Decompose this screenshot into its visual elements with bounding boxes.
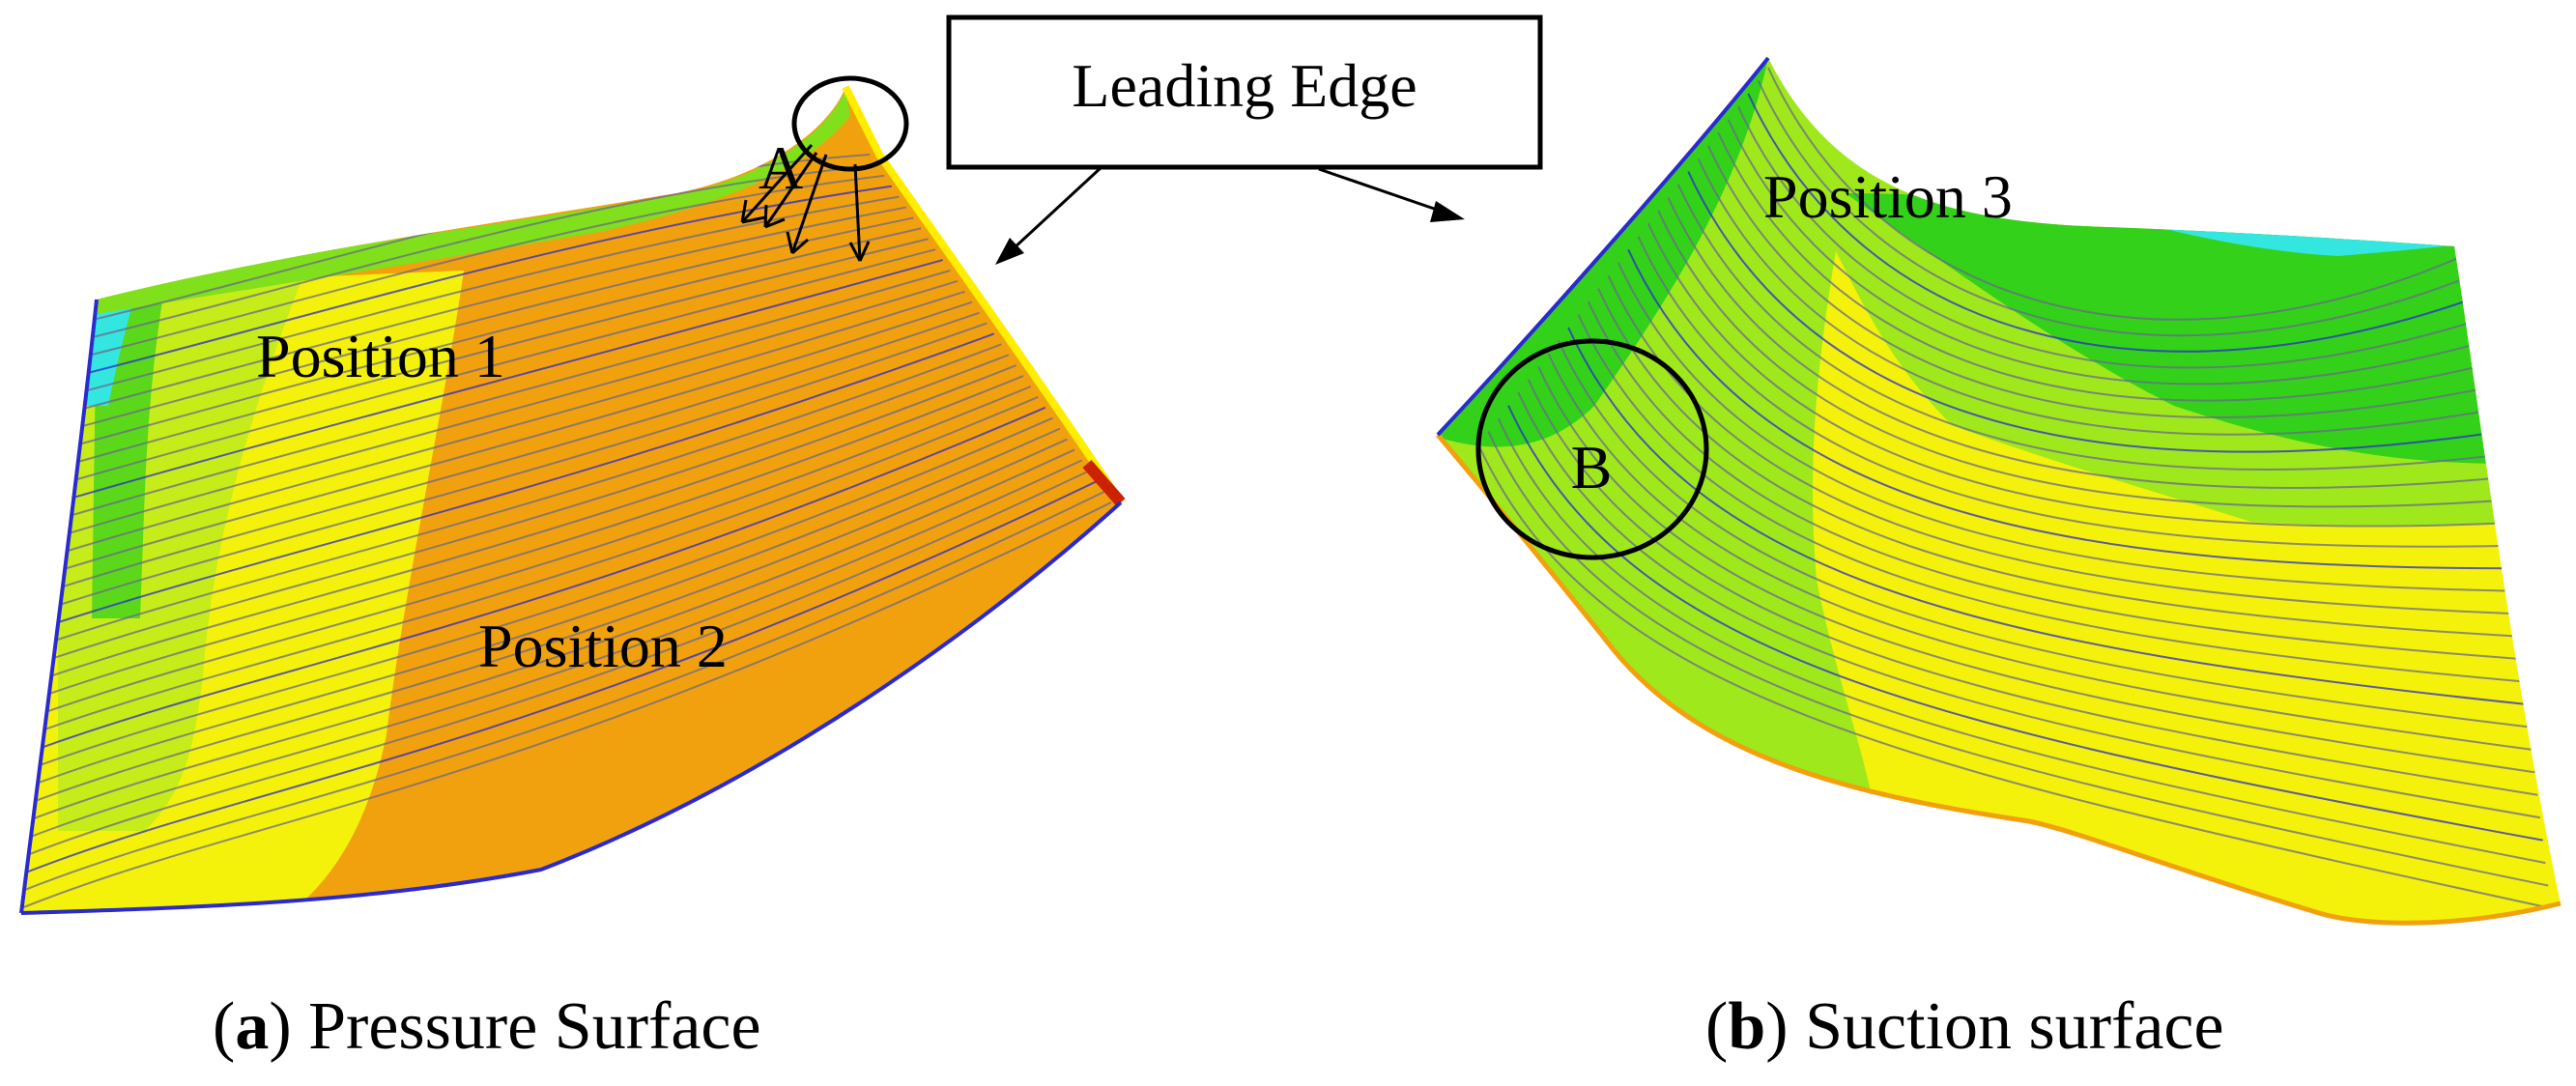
streamline — [73, 259, 944, 499]
suction-green-region — [1846, 193, 2512, 464]
streamline — [59, 322, 987, 606]
suction-leading-edge — [1436, 56, 1770, 437]
streamline — [1657, 210, 2504, 508]
caption-a-letter: a — [235, 989, 269, 1064]
streamline — [41, 406, 1046, 749]
streamline — [27, 470, 1090, 856]
streamline — [82, 216, 914, 427]
leading-edge-box — [946, 14, 1543, 170]
streamline — [89, 185, 892, 374]
streamline — [45, 386, 1032, 713]
streamline — [1577, 314, 2525, 683]
streamline — [57, 332, 995, 624]
streamline — [1737, 105, 2482, 369]
streamline — [84, 206, 907, 410]
streamline — [50, 364, 1016, 677]
streamline — [1707, 145, 2490, 418]
streamline — [52, 354, 1010, 660]
streamline — [21, 501, 1112, 909]
region-a-arrows — [740, 143, 871, 262]
streamline — [1537, 365, 2535, 774]
position-2-label: Position 2 — [478, 612, 728, 680]
position-1-label: Position 1 — [256, 322, 505, 390]
streamline — [77, 238, 929, 463]
region-a-label: A — [758, 133, 803, 202]
streamline — [25, 480, 1098, 873]
leading-edge-arrow-left — [995, 165, 1103, 265]
suction-surface-blade: B Position 3 — [1436, 56, 2562, 926]
streamline — [1727, 119, 2485, 386]
caption-b-text: Suction surface — [1805, 989, 2223, 1064]
caption-b: (b) Suction surface — [1705, 989, 2224, 1064]
streamline — [71, 270, 951, 517]
streamline — [22, 491, 1104, 892]
streamline — [1646, 222, 2506, 528]
caption-a: (a) Pressure Surface — [213, 989, 761, 1064]
leading-edge-arrow-right — [1318, 167, 1465, 222]
streamline — [1747, 93, 2479, 353]
streamline — [1547, 353, 2533, 751]
streamline — [1517, 391, 2541, 819]
streamline — [1597, 288, 2519, 638]
streamline — [43, 395, 1039, 731]
streamline — [32, 448, 1075, 820]
leading-edge-callout: Leading Edge — [946, 14, 1543, 265]
streamline — [1617, 262, 2514, 592]
streamline — [1497, 417, 2546, 865]
leading-edge-text: Leading Edge — [1072, 51, 1417, 120]
region-b-ellipse — [1475, 338, 1709, 560]
streamline — [1637, 236, 2508, 548]
streamline — [30, 459, 1083, 838]
region-b-label: B — [1571, 433, 1613, 501]
streamline — [1697, 157, 2493, 436]
region-a-ellipse — [791, 75, 909, 172]
streamline — [34, 438, 1068, 803]
streamline — [1587, 300, 2522, 661]
streamline — [1676, 184, 2498, 471]
caption-b-letter: b — [1728, 989, 1765, 1064]
streamline — [94, 163, 877, 338]
streamline — [75, 248, 936, 481]
streamline — [1507, 405, 2543, 842]
streamline — [66, 290, 965, 553]
streamline — [1767, 67, 2475, 321]
caption-a-text: Pressure Surface — [308, 989, 760, 1064]
streamline — [62, 311, 980, 588]
streamline — [69, 279, 959, 534]
streamline — [1527, 379, 2538, 796]
suction-trailing-edge — [1436, 433, 2562, 926]
suction-streamlines — [1477, 67, 2552, 909]
streamline — [1717, 131, 2488, 402]
streamline — [1757, 80, 2477, 337]
pressure-leading-edge — [842, 85, 1125, 505]
streamline — [39, 416, 1053, 767]
streamline — [1627, 248, 2511, 570]
streamline — [48, 375, 1024, 696]
streamline — [80, 227, 922, 445]
streamline — [1567, 327, 2528, 705]
streamline — [1687, 171, 2496, 453]
streamline — [37, 427, 1061, 785]
streamline — [55, 343, 1002, 642]
streamline — [92, 174, 885, 356]
streamline — [1557, 339, 2531, 729]
position-3-label: Position 3 — [1763, 162, 2013, 231]
streamline — [64, 300, 973, 570]
streamline — [1667, 197, 2501, 489]
streamline — [1607, 274, 2517, 615]
streamline — [1487, 431, 2549, 887]
